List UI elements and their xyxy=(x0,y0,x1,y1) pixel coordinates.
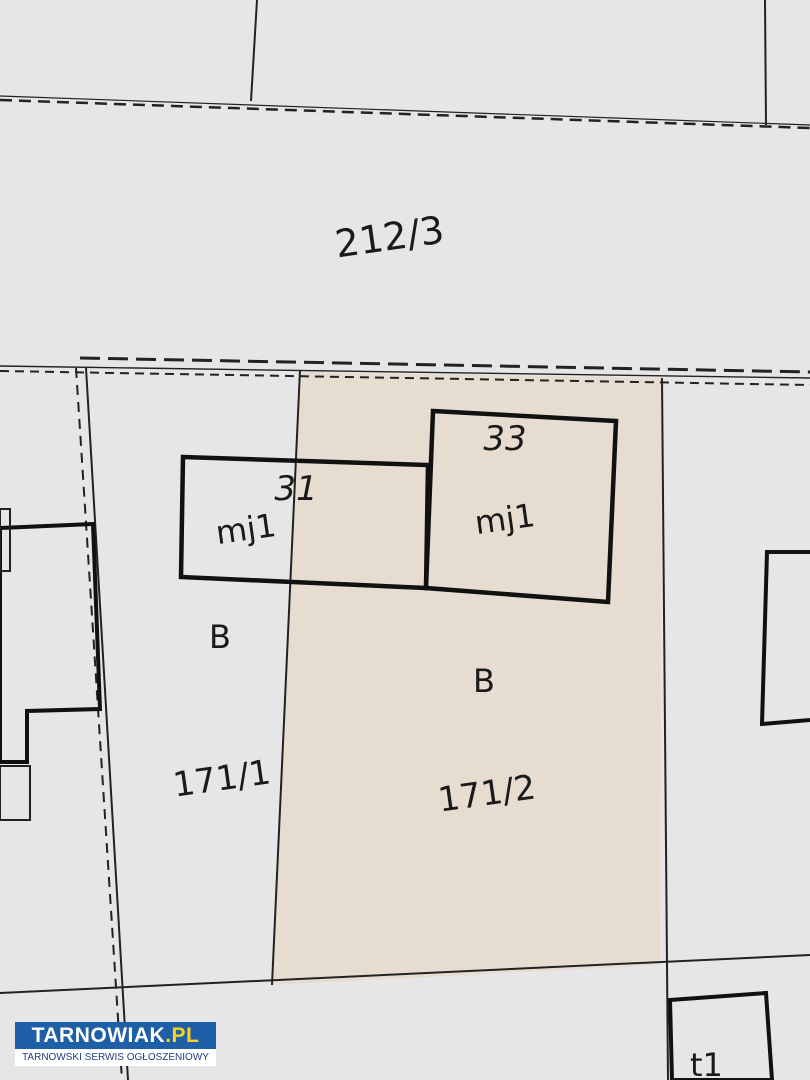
neighbor-building-left xyxy=(0,521,103,764)
parcel-line xyxy=(764,0,767,126)
watermark-brand-prefix: TARNOWIAK xyxy=(31,1024,166,1047)
building-t1-outline[interactable] xyxy=(667,990,775,1080)
building-number-t1: t1 xyxy=(690,1046,723,1080)
boundary-solid xyxy=(0,365,810,379)
watermark-brand: TARNOWIAK.PL xyxy=(15,1022,216,1049)
parcel-line xyxy=(661,377,669,1080)
parcel-line xyxy=(250,0,258,102)
land-use-label: B xyxy=(473,662,495,700)
boundary-dashed xyxy=(79,356,810,374)
neighbor-building-small xyxy=(0,508,11,572)
boundary-dashed xyxy=(0,98,810,130)
boundary-dashed xyxy=(0,370,810,386)
building-number-33: 33 xyxy=(483,419,526,459)
neighbor-building-right xyxy=(759,550,810,727)
building-number-31: 31 xyxy=(274,469,317,509)
watermark[interactable]: TARNOWIAK.PL TARNOWSKI SERWIS OGŁOSZENIO… xyxy=(15,1022,216,1066)
building-type-label: mj1 xyxy=(472,496,537,542)
watermark-tagline: TARNOWSKI SERWIS OGŁOSZENIOWY xyxy=(15,1049,216,1066)
parcel-line xyxy=(85,367,129,1080)
building-type-label: mj1 xyxy=(213,506,278,552)
land-use-label: B xyxy=(209,618,231,656)
boundary-solid xyxy=(0,95,810,126)
parcel-171-2-area[interactable] xyxy=(272,372,662,985)
building-33-outline[interactable] xyxy=(423,408,619,605)
neighbor-building-small xyxy=(0,765,31,821)
watermark-brand-suffix: .PL xyxy=(165,1024,200,1047)
parcel-line xyxy=(0,954,810,994)
parcel-line xyxy=(271,369,301,986)
